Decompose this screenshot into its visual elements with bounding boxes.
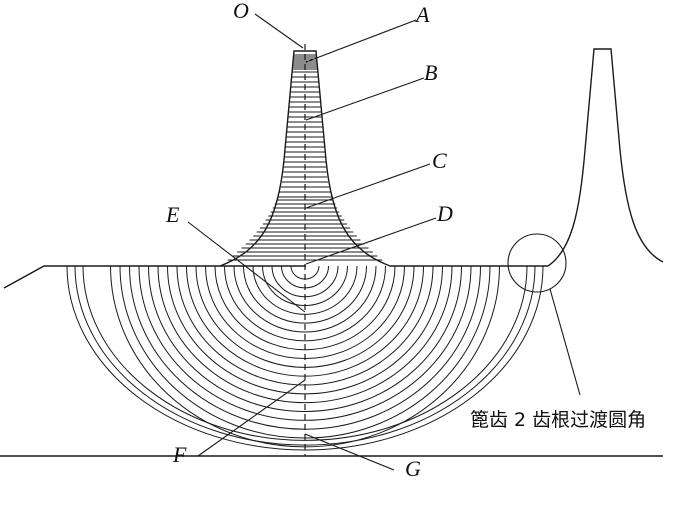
leader-E [187,221,306,313]
label-A: A [414,2,430,27]
leader-D [305,217,437,265]
leader-A [305,19,417,63]
arc-layer-16 [138,265,472,421]
leader-B [305,77,425,121]
arc-layer-15 [148,265,462,413]
arc-layer-5 [243,265,367,324]
tooth-2-outline [547,48,664,267]
label-F: F [172,442,187,467]
leader-C [305,163,431,209]
label-O: O [233,0,249,23]
arc-layer-20 [82,265,528,441]
label-C: C [432,148,447,173]
leader-F [197,379,306,457]
tooth-1-outline [219,50,548,267]
arc-layer-18 [119,265,491,439]
arc-layer-7 [224,265,386,342]
label-D: D [436,201,453,226]
fillet-leader [549,288,581,396]
label-E: E [165,202,180,227]
label-G: G [405,456,421,481]
label-B: B [424,60,437,85]
fillet-note: 篦齿 2 齿根过渡圆角 [470,409,646,431]
fillet-circle [507,233,567,293]
arc-layer-14 [157,265,453,404]
arc-layer-6 [233,265,377,333]
arc-layer-13 [167,265,443,395]
leader-G [304,433,395,471]
left-profile [3,265,306,289]
leader-O [254,13,304,49]
